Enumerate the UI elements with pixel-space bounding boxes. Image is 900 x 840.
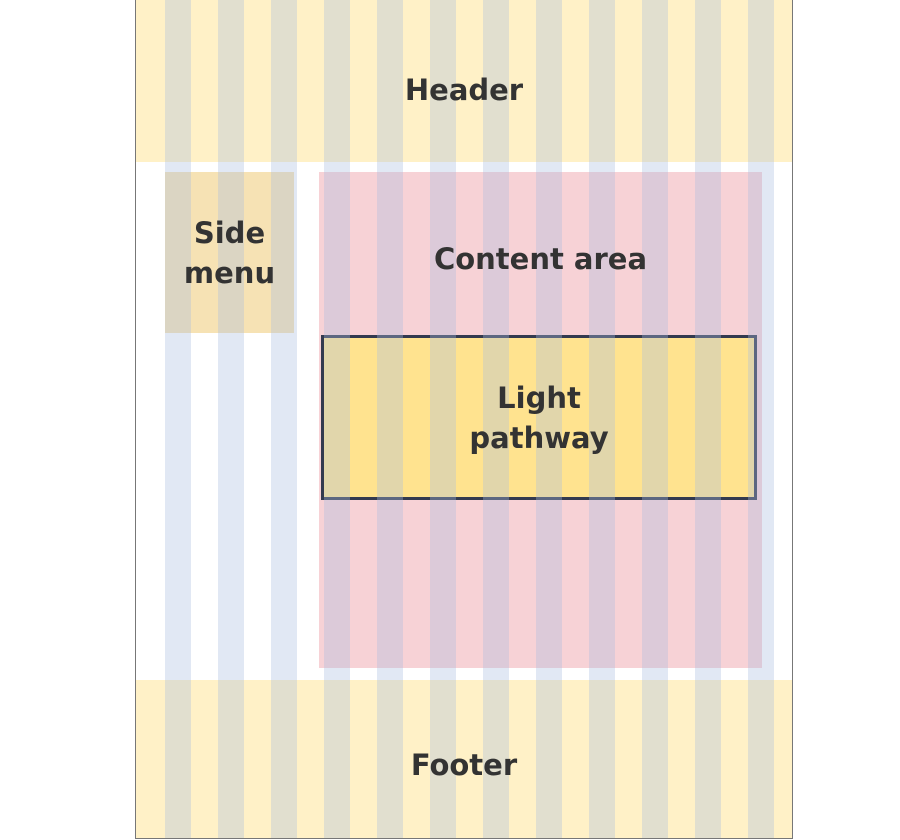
side-menu-region: Side menu	[165, 172, 294, 333]
page-frame: Header Side menu Content area Light path…	[135, 0, 793, 839]
header-label: Header	[404, 73, 524, 107]
content-area-label: Content area	[433, 242, 648, 276]
side-menu-label: Side menu	[183, 215, 276, 290]
footer-label: Footer	[410, 748, 518, 782]
light-pathway-region: Light pathway	[321, 335, 757, 500]
footer-region: Footer	[136, 680, 792, 838]
light-pathway-label: Light pathway	[469, 380, 609, 455]
header-region: Header	[136, 0, 792, 162]
